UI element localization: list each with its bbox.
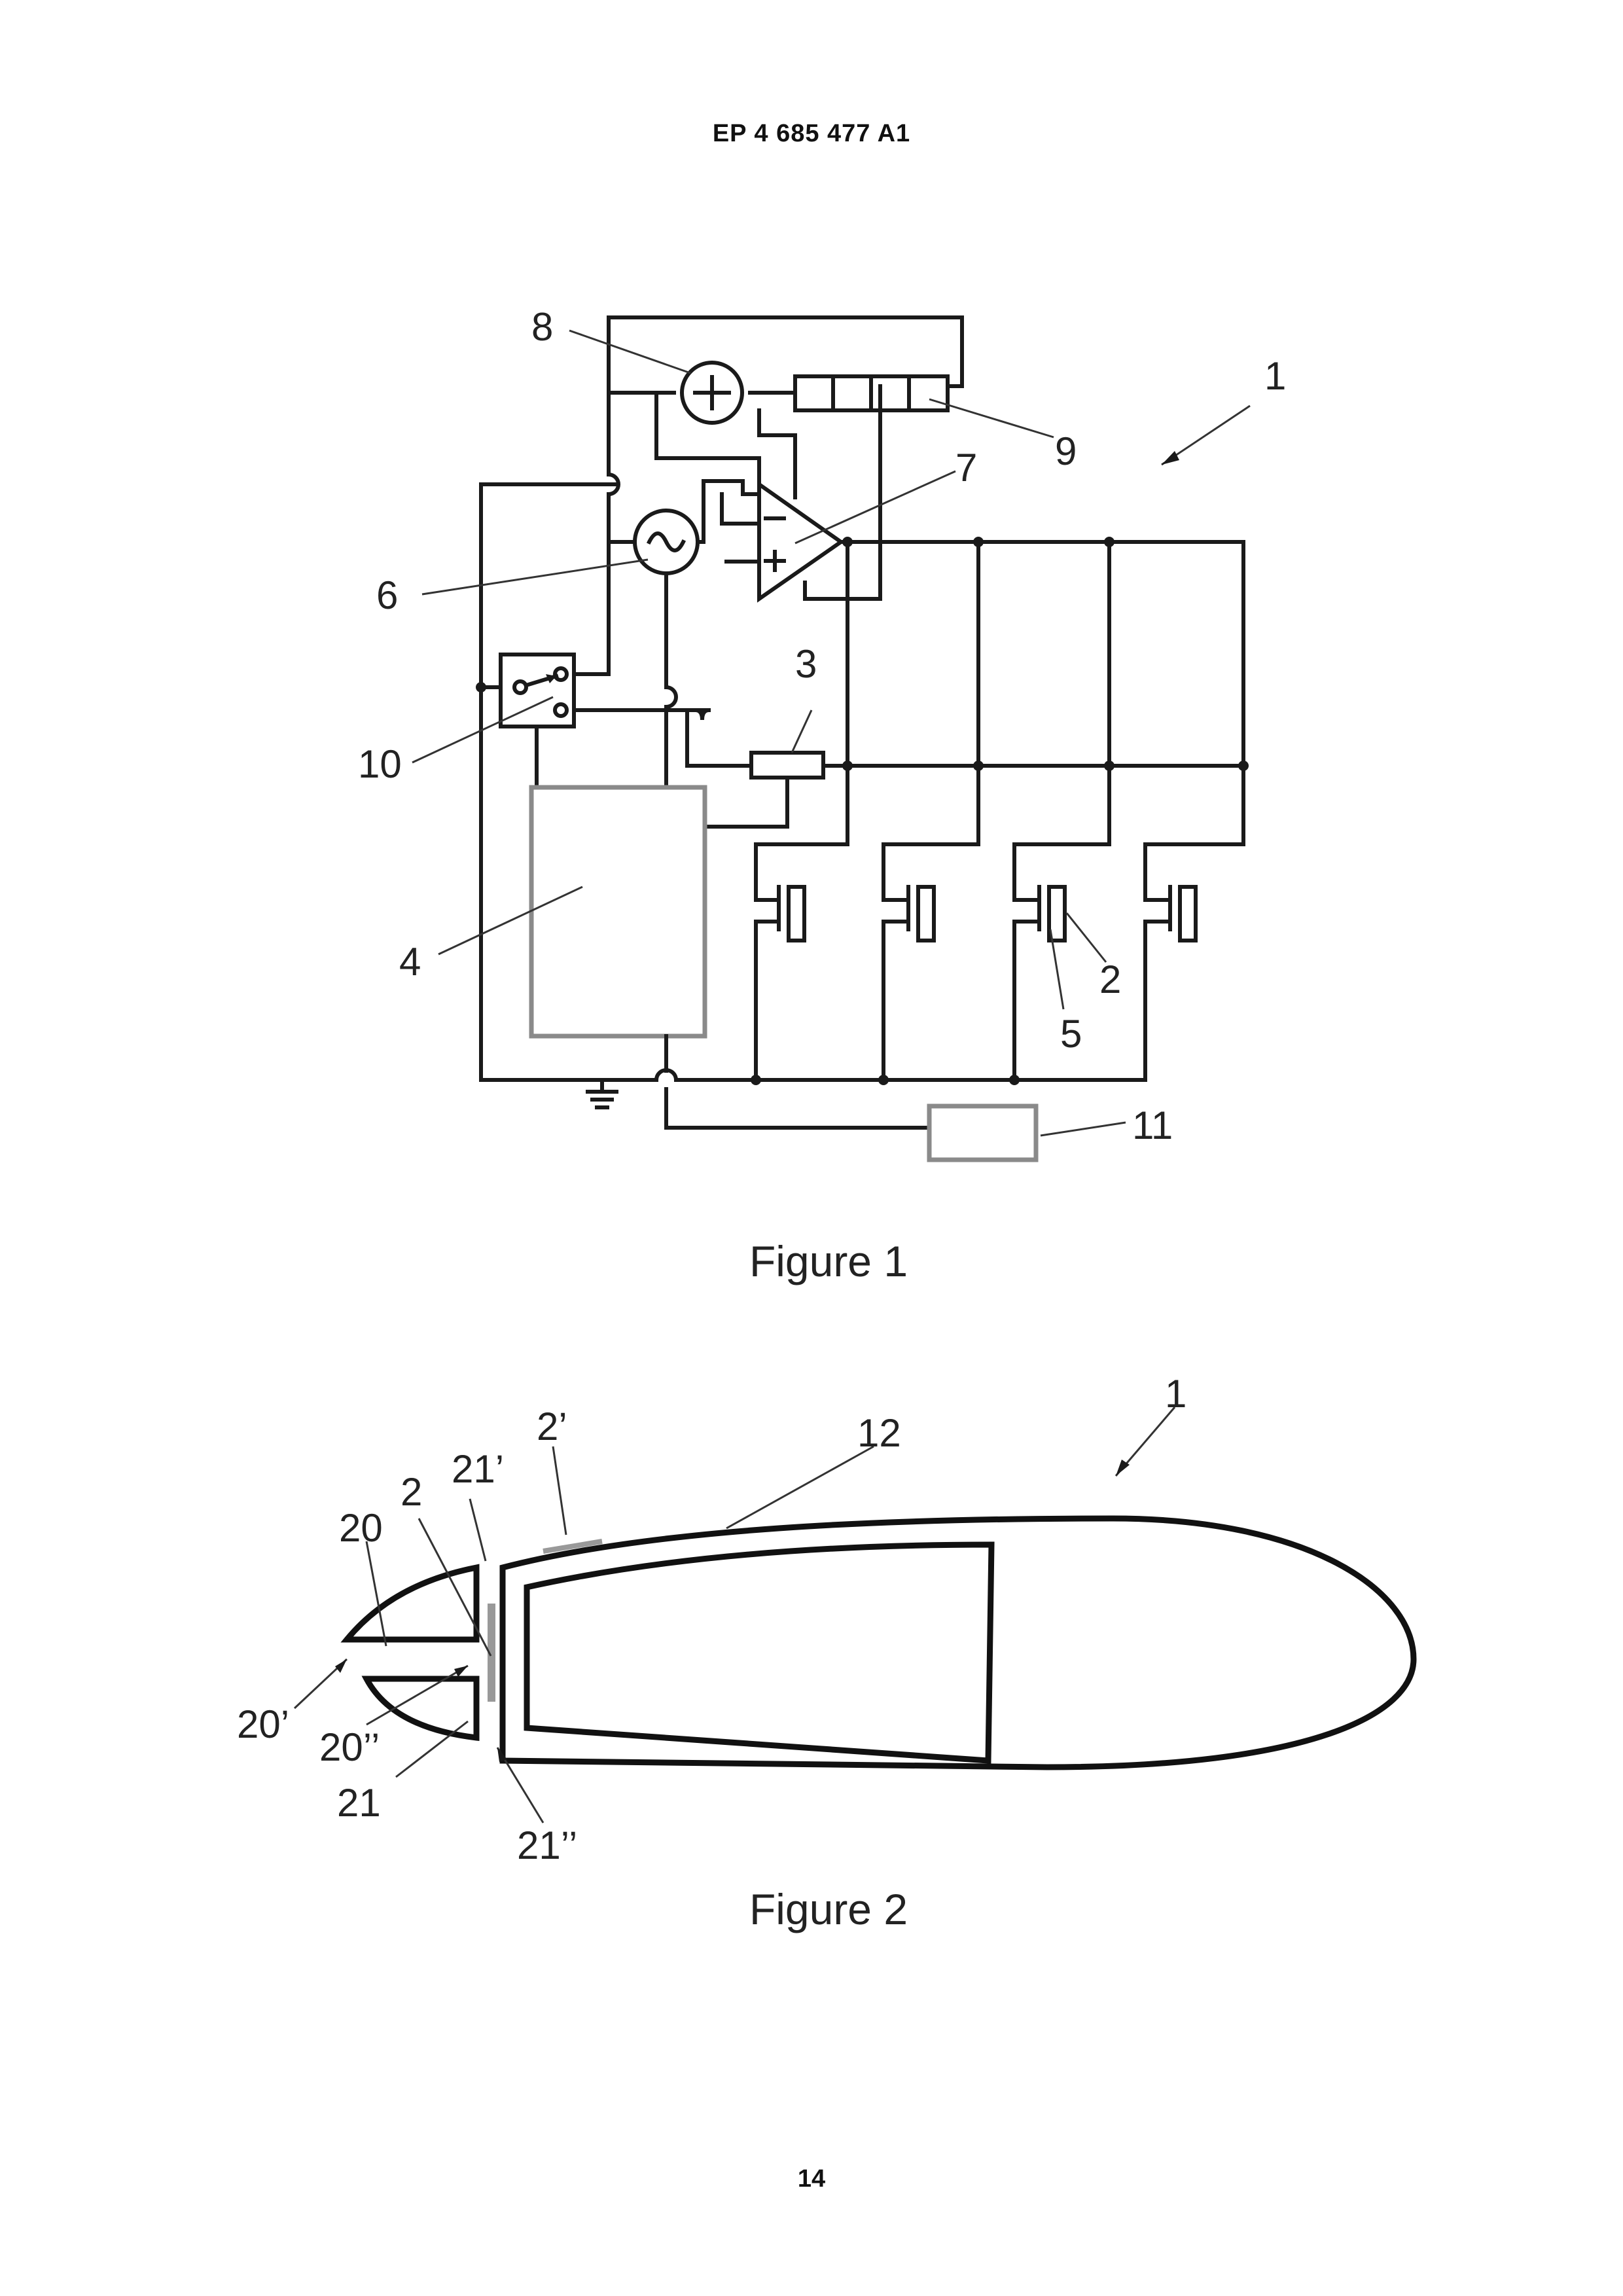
cap-20-lower bbox=[366, 1679, 476, 1738]
label-20: 20 bbox=[339, 1506, 383, 1550]
electrode-branch-1 bbox=[756, 844, 847, 1080]
figure-1-circuit: 8 1 9 7 6 3 10 4 2 5 11 Figure 1 bbox=[358, 305, 1286, 1285]
label-7: 7 bbox=[955, 446, 977, 490]
label-1: 1 bbox=[1264, 354, 1286, 398]
label-10: 10 bbox=[358, 742, 402, 786]
label-3: 3 bbox=[795, 642, 817, 686]
label-2: 2 bbox=[1099, 958, 1121, 1001]
label-6: 6 bbox=[376, 573, 398, 617]
controller-4 bbox=[531, 787, 705, 1036]
battery-9 bbox=[795, 376, 948, 410]
outer-housing bbox=[503, 1518, 1414, 1767]
label-5: 5 bbox=[1060, 1012, 1082, 1056]
label-9: 9 bbox=[1055, 429, 1077, 473]
label-20-prime: 20’ bbox=[237, 1702, 289, 1746]
label-21-prime: 21’ bbox=[452, 1447, 504, 1491]
unit-11 bbox=[929, 1106, 1036, 1160]
figure-2-device: 1 2’ 12 21’ 2 20 20’ 20’’ 21 21’’ Figure… bbox=[237, 1372, 1414, 1933]
current-source-8 bbox=[682, 363, 742, 423]
label-21: 21 bbox=[337, 1781, 381, 1825]
figure-1-caption: Figure 1 bbox=[749, 1237, 908, 1285]
ground-symbol bbox=[588, 1080, 616, 1107]
label-4: 4 bbox=[399, 940, 421, 984]
page-number: 14 bbox=[0, 2165, 1623, 2193]
inner-compartment-12 bbox=[527, 1545, 991, 1761]
label-11: 11 bbox=[1132, 1103, 1173, 1147]
label-1-fig2: 1 bbox=[1165, 1372, 1186, 1416]
label-12: 12 bbox=[857, 1411, 901, 1455]
electrode-branch-2 bbox=[883, 844, 978, 1080]
resistor-3 bbox=[751, 753, 823, 778]
label-2-prime: 2’ bbox=[537, 1405, 567, 1448]
cap-20-upper bbox=[347, 1568, 476, 1640]
label-2-fig2: 2 bbox=[401, 1470, 422, 1514]
label-8: 8 bbox=[531, 305, 553, 349]
figure-2-caption: Figure 2 bbox=[749, 1885, 908, 1933]
label-20-double-prime: 20’’ bbox=[319, 1725, 380, 1769]
electrode-branch-4 bbox=[1145, 844, 1243, 1080]
ac-source-6 bbox=[635, 511, 698, 573]
label-21-double-prime: 21’’ bbox=[517, 1823, 577, 1867]
